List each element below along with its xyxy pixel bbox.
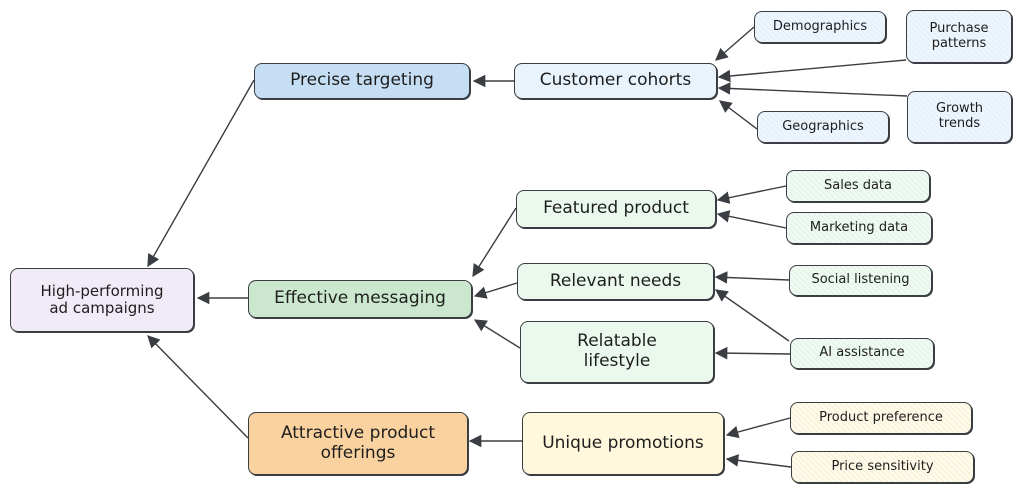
- node-label: Effective messaging: [274, 288, 446, 309]
- node-price-sensitivity[interactable]: Price sensitivity: [791, 451, 974, 483]
- node-label: Purchase patterns: [929, 20, 989, 51]
- node-label: Price sensitivity: [831, 458, 934, 474]
- arrow-attractive-offerings-to-root: [147, 335, 249, 439]
- node-social-listening[interactable]: Social listening: [789, 265, 932, 296]
- arrow-precise-targeting-to-root: [147, 79, 255, 268]
- node-high-performing-ad-campaigns[interactable]: High-performing ad campaigns: [10, 268, 194, 332]
- node-sales-data[interactable]: Sales data: [786, 170, 930, 202]
- node-product-preference[interactable]: Product preference: [790, 402, 972, 434]
- node-label: Customer cohorts: [539, 70, 692, 91]
- arrow-product-preference-to-unique-promotions: [725, 417, 791, 439]
- node-label: Relevant needs: [549, 270, 682, 291]
- node-label: Product preference: [819, 409, 943, 425]
- node-label: Precise targeting: [290, 70, 434, 91]
- node-label: Geographics: [782, 118, 864, 134]
- arrow-relevant-needs-to-effective-messaging: [473, 282, 518, 299]
- node-geographics[interactable]: Geographics: [757, 111, 889, 143]
- node-label: Unique promotions: [542, 432, 704, 453]
- node-demographics[interactable]: Demographics: [754, 11, 886, 43]
- node-label: Relatable lifestyle: [577, 331, 657, 371]
- node-label: AI assistance: [819, 345, 905, 361]
- arrow-relatable-lifestyle-to-effective-messaging: [473, 319, 521, 349]
- arrow-geographics-to-customer-cohorts: [718, 100, 758, 130]
- node-label: Featured product: [543, 198, 689, 219]
- node-relatable-lifestyle[interactable]: Relatable lifestyle: [520, 321, 714, 383]
- node-label: Marketing data: [809, 219, 909, 235]
- node-attractive-product-offerings[interactable]: Attractive product offerings: [248, 412, 468, 475]
- node-marketing-data[interactable]: Marketing data: [786, 212, 932, 244]
- node-purchase-patterns[interactable]: Purchase patterns: [906, 10, 1012, 63]
- node-ai-assistance[interactable]: AI assistance: [790, 338, 934, 369]
- node-unique-promotions[interactable]: Unique promotions: [522, 412, 724, 475]
- arrow-price-sensitivity-to-unique-promotions: [725, 454, 792, 468]
- node-label: Sales data: [823, 177, 892, 193]
- arrow-ai-assistance-to-relevant-needs: [714, 289, 790, 342]
- node-growth-trends[interactable]: Growth trends: [907, 91, 1012, 143]
- node-label: Demographics: [772, 18, 868, 34]
- node-featured-product[interactable]: Featured product: [516, 190, 716, 228]
- node-label: Growth trends: [935, 101, 984, 131]
- node-label: High-performing ad campaigns: [40, 281, 164, 317]
- arrow-growth-trends-to-customer-cohorts: [717, 82, 908, 97]
- arrow-sales-data-to-featured-product: [716, 185, 787, 204]
- node-customer-cohorts[interactable]: Customer cohorts: [514, 63, 717, 99]
- node-precise-targeting[interactable]: Precise targeting: [254, 63, 470, 99]
- node-label: Attractive product offerings: [280, 422, 436, 463]
- arrow-ai-assistance-to-relatable-lifestyle: [714, 346, 791, 360]
- arrow-social-listening-to-relevant-needs: [714, 271, 790, 284]
- node-effective-messaging[interactable]: Effective messaging: [248, 280, 472, 318]
- arrow-purchase-patterns-to-customer-cohorts: [717, 59, 907, 83]
- arrow-demographics-to-customer-cohorts: [715, 26, 755, 61]
- arrow-marketing-data-to-featured-product: [716, 210, 787, 229]
- node-label: Social listening: [811, 272, 910, 288]
- arrow-featured-product-to-effective-messaging: [472, 207, 517, 278]
- node-relevant-needs[interactable]: Relevant needs: [517, 263, 714, 300]
